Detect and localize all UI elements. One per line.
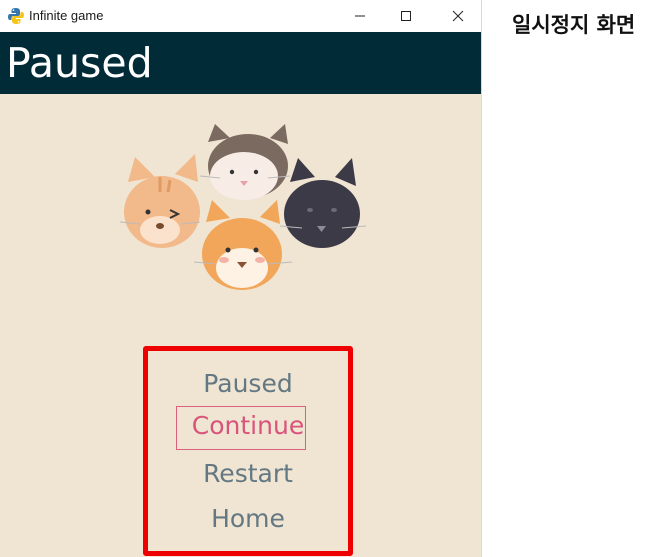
game-window: Infinite game Paused	[0, 0, 482, 557]
python-icon	[8, 8, 24, 24]
brown-white-cat-icon	[199, 124, 291, 200]
window-title: Infinite game	[29, 8, 104, 23]
restart-button[interactable]: Restart	[203, 459, 293, 488]
selected-item-outline	[176, 406, 306, 450]
pause-menu-title: Paused	[203, 369, 293, 398]
home-button[interactable]: Home	[211, 504, 285, 533]
maximize-button[interactable]	[383, 0, 429, 32]
minimize-button[interactable]	[337, 0, 383, 32]
continue-button[interactable]: Continue	[191, 411, 305, 440]
orange-tabby-cat-icon	[120, 154, 201, 248]
minimize-icon	[355, 15, 365, 17]
window-titlebar[interactable]: Infinite game	[0, 0, 481, 32]
pause-menu-highlight: Paused Continue Restart Home	[143, 346, 353, 556]
pause-screen: Paused Continue Restart Home	[0, 94, 481, 557]
close-icon	[452, 10, 464, 22]
ginger-cat-icon	[193, 200, 293, 290]
cats-illustration	[120, 124, 367, 290]
black-cat-icon	[279, 158, 367, 248]
game-header: Paused	[0, 32, 481, 94]
header-title: Paused	[6, 39, 153, 87]
annotation-label: 일시정지 화면	[512, 13, 636, 37]
maximize-icon	[401, 11, 411, 21]
close-button[interactable]	[435, 0, 481, 32]
